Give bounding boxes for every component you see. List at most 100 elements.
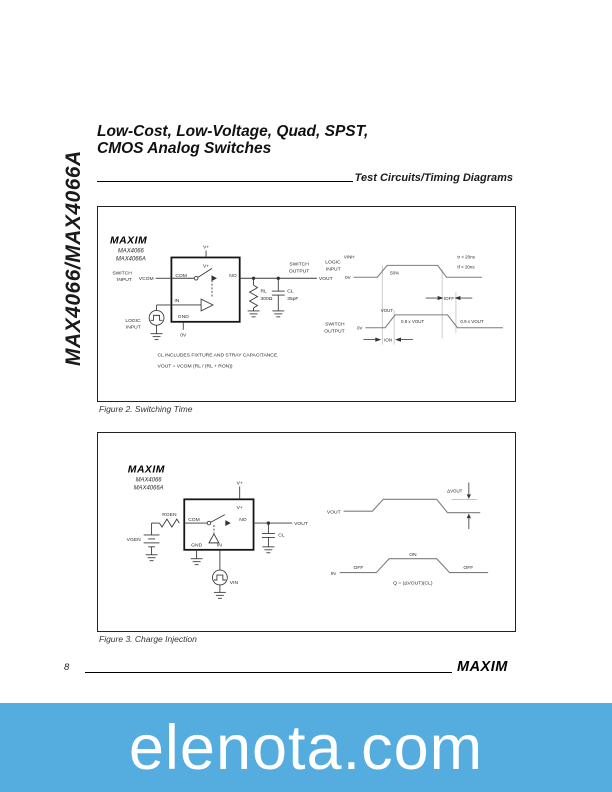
maxim-logo: MAXIM <box>128 465 165 476</box>
pin-com-label: COM <box>175 273 187 279</box>
figure2-note: CL INCLUDES FIXTURE AND STRAY CAPACITANC… <box>158 352 279 358</box>
figure2-device: V+ V+ COM NO IN GND <box>170 245 241 323</box>
ground-icon <box>190 558 203 566</box>
pulse-source-icon <box>212 569 228 586</box>
maxim-logo: MAXIM <box>457 659 508 675</box>
timing-logic-label2: INPUT <box>326 266 341 272</box>
ground-icon <box>272 310 285 318</box>
page-title-line2: CMOS Analog Switches <box>97 140 272 157</box>
supply-label: V+ <box>203 245 209 251</box>
sidebar-part-number: MAX4066/MAX4066A <box>62 150 85 366</box>
vcom-label: VCOM <box>139 276 154 282</box>
ton-annotation: tON <box>363 337 413 343</box>
ground-icon <box>213 591 226 599</box>
toff-label: tOFF <box>444 296 454 301</box>
part-number-line2: MAX4066A <box>134 485 164 491</box>
figure3-device: V+ V+ COM NO GND IN <box>183 480 255 551</box>
section-header: Test Circuits/Timing Diagrams <box>97 172 513 184</box>
pulse-source-icon <box>148 309 165 326</box>
switch-input-label2: INPUT <box>117 277 132 283</box>
pin-no-label: NO <box>229 273 237 279</box>
part-number-line1: MAX4066 <box>118 249 145 255</box>
rl-name: RL <box>260 289 267 295</box>
device-outline <box>183 498 255 551</box>
ground-icon <box>150 333 163 341</box>
pin-gnd-label: GND <box>191 542 202 548</box>
figure3-logic-drive: VIN <box>212 549 239 599</box>
pin-com-label: COM <box>188 517 200 523</box>
timing-switch-output-label2: OUTPUT <box>324 329 344 335</box>
switch-output-label2: OUTPUT <box>289 268 309 274</box>
vout-label: VOUT <box>294 521 308 527</box>
timing-vout-label: VOUT <box>327 510 341 516</box>
rise-level-label: 0.9 x VOUT <box>401 319 424 324</box>
pin-in-label: IN <box>217 542 222 548</box>
inverter-icon <box>200 298 214 312</box>
off-right-label: OFF <box>463 565 473 571</box>
page-title-line1: Low-Cost, Low-Voltage, Quad, SPST, <box>97 123 369 140</box>
figure2-brand-block: MAXIM MAX4066 MAX4066A <box>110 236 147 263</box>
ground-icon <box>262 546 275 554</box>
fifty-percent-label: 50% <box>390 270 399 275</box>
cl-name: CL <box>287 289 294 295</box>
delta-vout-annotation: ΔVOUT <box>447 482 471 530</box>
figure3-brand-block: MAXIM MAX4066 MAX4066A <box>128 465 165 492</box>
logic-input-label1: LOGIC <box>125 318 141 324</box>
vin-label: VIN <box>230 580 239 586</box>
switch-output-label1: SWITCH <box>289 261 309 267</box>
spst-switch-icon <box>206 514 231 534</box>
maxim-logo: MAXIM <box>110 236 147 247</box>
banner-text: elenota.com <box>128 712 484 783</box>
inverter-icon <box>208 533 220 544</box>
figure3-source-network: RGEN VGEN <box>127 512 180 562</box>
vgen-label: VGEN <box>127 537 141 543</box>
section-rule <box>97 181 353 182</box>
cl-name: CL <box>278 532 285 538</box>
ground-icon <box>145 554 158 562</box>
figure2-diagram: MAXIM MAX4066 MAX4066A V+ V+ COM NO <box>110 236 503 369</box>
zero-v-top: 0V <box>345 275 350 280</box>
pin-in-label: IN <box>174 298 179 304</box>
in-waveform <box>339 558 489 574</box>
figure2-caption: Figure 2. Switching Time <box>99 404 193 414</box>
figure2-frame: MAXIM MAX4066 MAX4066A V+ V+ COM NO <box>97 206 516 402</box>
logic-input-label2: INPUT <box>126 325 141 331</box>
vinh-label: VINH <box>344 254 355 259</box>
zero-volt-label: 0V <box>180 333 187 339</box>
timing-vout-label: VOUT <box>381 308 394 313</box>
toff-annotation: tOFF <box>425 295 473 301</box>
ground-icon <box>247 310 260 318</box>
load-capacitor: CL 35pF <box>271 278 298 318</box>
delta-vout-label: ΔVOUT <box>447 488 463 493</box>
supply-label: V+ <box>237 480 243 486</box>
figure2-input-network: SWITCH INPUT VCOM LOGIC INPUT <box>112 270 172 341</box>
on-label: ON <box>409 552 417 558</box>
switch-input-label1: SWITCH <box>112 270 132 276</box>
rgen-resistor <box>159 518 180 528</box>
figure3-caption: Figure 3. Charge Injection <box>99 634 197 644</box>
banner: elenota.com <box>0 703 612 792</box>
section-title: Test Circuits/Timing Diagrams <box>354 172 513 184</box>
supply-pin-label: V+ <box>237 505 243 511</box>
timing-switch-output-label1: SWITCH <box>325 322 345 328</box>
timing-logic-label1: LOGIC <box>325 259 341 265</box>
timing-in-label: IN <box>331 571 336 577</box>
spst-switch-icon <box>193 267 217 299</box>
figure3-timing: VOUT ΔVOUT IN OFF ON OFF Q = (ΔVOUT)(CL) <box>327 482 489 586</box>
rl-value: 300Ω <box>260 296 272 302</box>
figure2-timing: LOGIC INPUT VINH 0V tr < 20ns tf < 20ns … <box>324 254 503 345</box>
logic-input-waveform <box>353 264 483 278</box>
battery-icon <box>143 534 160 548</box>
figure3-diagram: MAXIM MAX4066 MAX4066A V+ V+ COM NO GND <box>127 465 489 599</box>
vout-waveform <box>343 498 481 514</box>
rise-spec: tr < 20ns <box>457 254 475 259</box>
part-number-line1: MAX4066 <box>136 478 163 484</box>
figure3-gnd-pin <box>190 549 203 566</box>
pin-no-label: NO <box>239 517 247 523</box>
figure2-formula: VOUT = VCOM (RL / (RL + RON)) <box>158 363 233 369</box>
switch-output-waveform <box>365 314 503 329</box>
device-outline <box>170 256 241 323</box>
figure2-gnd-pin: 0V <box>180 321 187 339</box>
part-number-line2: MAX4066A <box>116 256 146 262</box>
